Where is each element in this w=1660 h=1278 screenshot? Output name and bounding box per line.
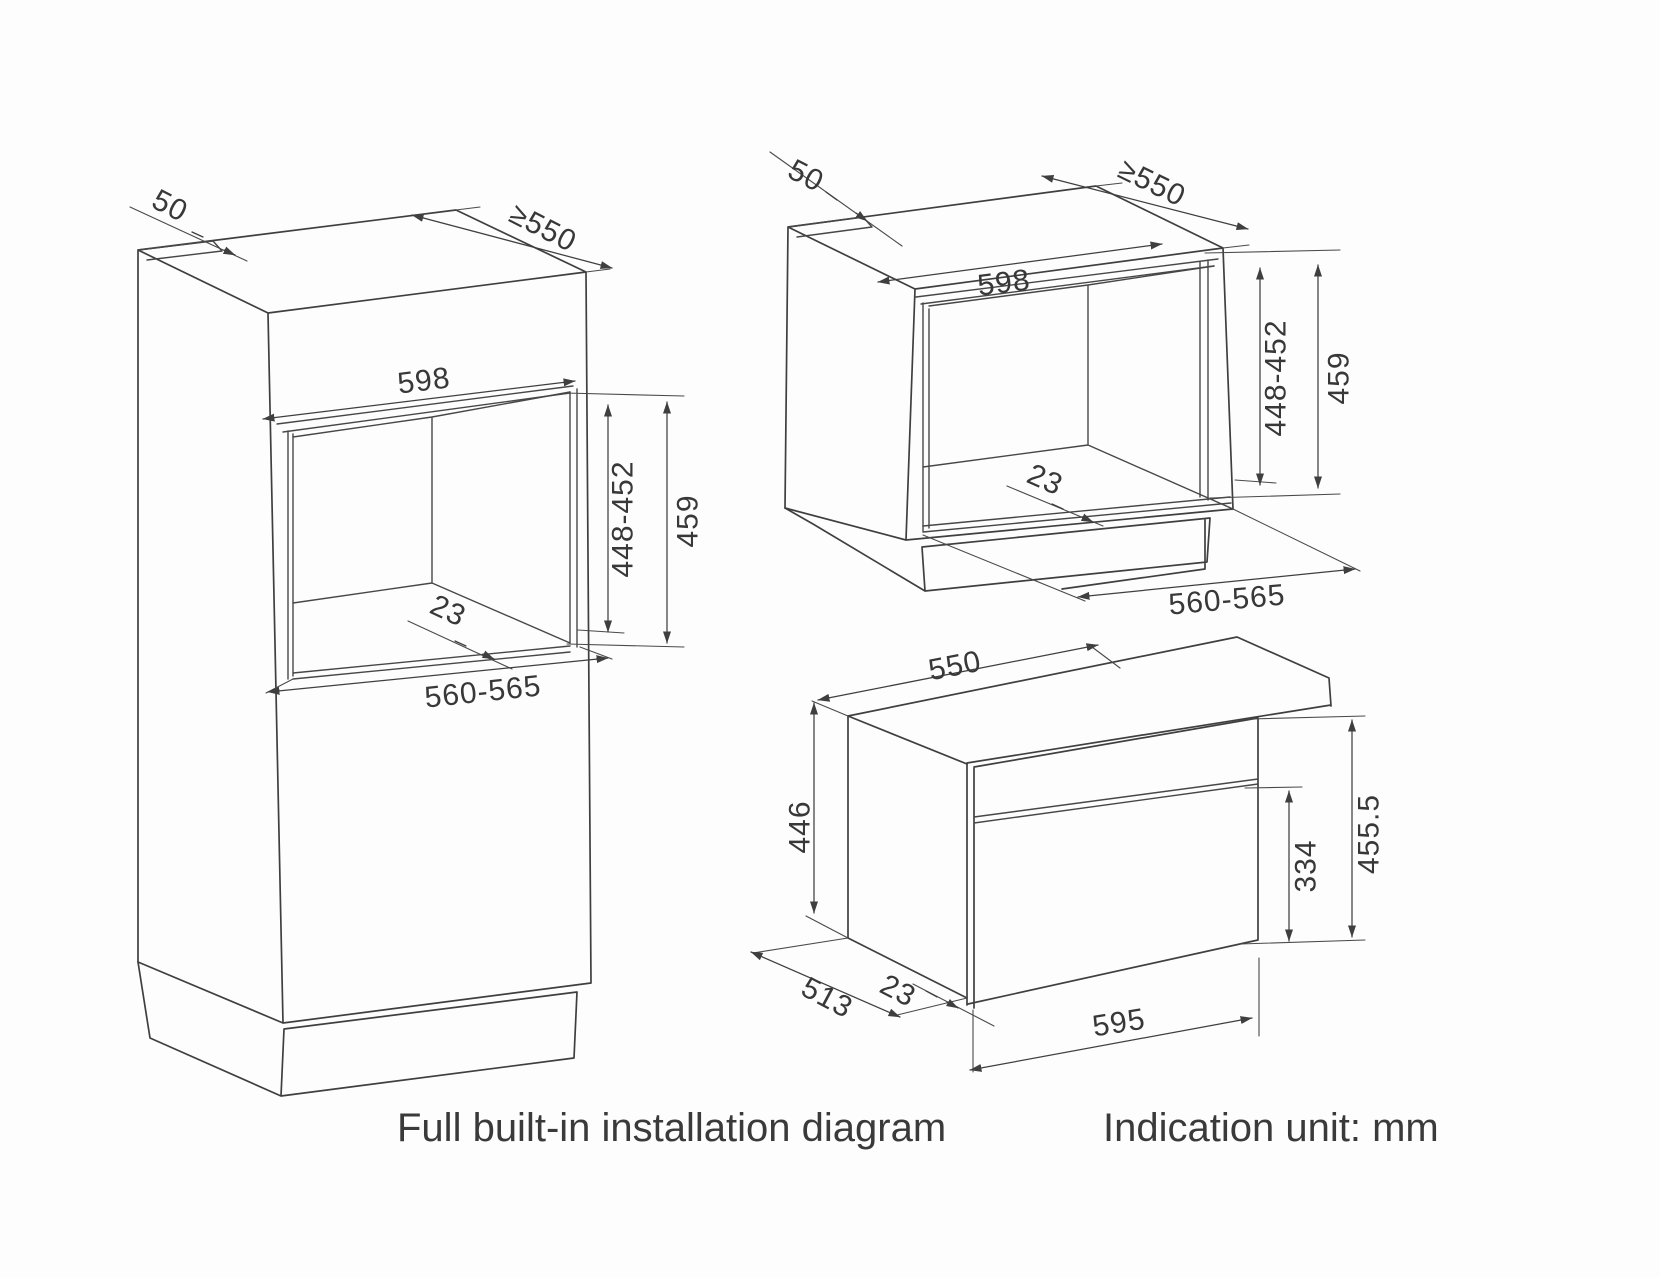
- oven-front-panel: [966, 717, 1259, 1009]
- dim-line-top-depth-oven: [817, 643, 1099, 702]
- dim-label-niche-height-base: 448-452: [1260, 319, 1293, 436]
- tall-cabinet-plinth: [137, 961, 578, 1097]
- base-cabinet-niche-frame: [915, 258, 1219, 532]
- tall-cabinet-outline: [137, 209, 592, 1024]
- dim-label-front-height-oven: 455.5: [1353, 794, 1386, 874]
- dim-label-top-depth-oven: 550: [926, 645, 984, 688]
- caption-title: Full built-in installation diagram: [397, 1106, 946, 1150]
- base-cabinet-plinth: [784, 507, 1211, 592]
- tall-cabinet-extension-lines: [129, 206, 685, 694]
- dim-arrows-top-gap-tall: [191, 231, 235, 255]
- dim-line-opening-width-tall: [262, 378, 576, 422]
- dim-line-niche-depth-base: [1077, 566, 1356, 600]
- caption: Full built-in installation diagram Indic…: [397, 1106, 1439, 1150]
- dim-arrows-front-lip-tall: [454, 640, 494, 659]
- dim-line-min-depth-base: [1041, 174, 1249, 231]
- dim-label-niche-depth-tall: 560-565: [423, 669, 543, 714]
- dim-label-door-height-oven: 334: [1290, 839, 1323, 892]
- dim-label-outer-height-tall: 459: [672, 494, 705, 547]
- dim-arrows-front-lip-oven: [925, 990, 958, 1008]
- dim-label-outer-height-base: 459: [1323, 351, 1356, 404]
- dim-label-niche-height-tall: 448-452: [607, 460, 640, 577]
- view-base-cabinet: 50 ≥550 598 448-452 459 23 560-565: [769, 151, 1361, 622]
- dim-label-opening-width-tall: 598: [396, 361, 453, 400]
- dim-label-front-lip-tall: 23: [425, 589, 471, 634]
- dim-label-top-gap-tall: 50: [147, 183, 194, 228]
- tall-cabinet-niche-interior: [292, 391, 571, 680]
- dim-arrows-top-gap-base: [825, 191, 867, 221]
- dim-label-body-height-oven: 446: [784, 800, 817, 853]
- dim-line-niche-depth-tall: [267, 655, 609, 695]
- dim-line-min-depth-tall: [411, 214, 613, 269]
- base-cabinet-niche-interior: [922, 265, 1234, 533]
- dim-line-front-width-oven: [969, 1016, 1253, 1072]
- caption-unit-note: Indication unit: mm: [1103, 1106, 1439, 1150]
- dim-line-body-depth-oven: [750, 951, 901, 1018]
- dim-arrows-front-lip-base: [1051, 503, 1093, 522]
- dim-label-niche-depth-base: 560-565: [1167, 578, 1287, 621]
- dim-label-top-gap-base: 50: [783, 153, 830, 198]
- dim-label-front-lip-oven: 23: [875, 968, 922, 1013]
- dim-label-front-width-oven: 595: [1090, 1003, 1148, 1044]
- oven-body-outline: [847, 636, 1332, 999]
- dim-label-opening-width-base: 598: [976, 263, 1033, 302]
- tall-cabinet-niche-frame: [276, 385, 578, 680]
- oven-extension-lines: [752, 646, 1366, 1073]
- dim-line-opening-width-base: [877, 241, 1163, 285]
- oven-door-gap-lines: [973, 778, 1259, 824]
- view-tall-cabinet: 50 ≥550 598 448-452 459 23 560-565: [129, 183, 705, 1097]
- view-oven-unit: 550 446 513 23 595 334 455.5: [750, 636, 1386, 1073]
- dim-label-body-depth-oven: 513: [796, 971, 858, 1025]
